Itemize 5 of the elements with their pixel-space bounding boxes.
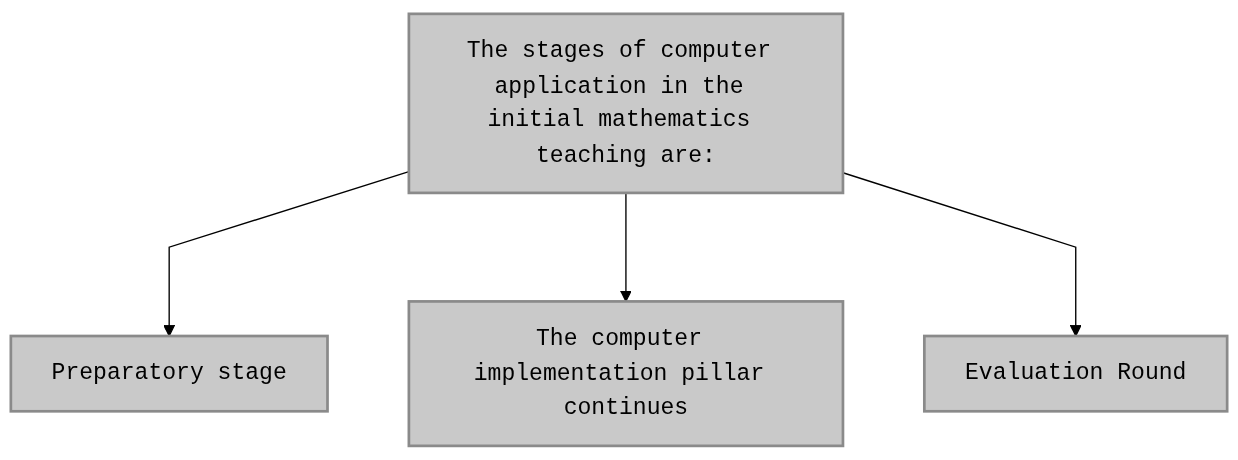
node-box: Preparatory stage (9, 334, 329, 413)
arrow (842, 172, 1082, 337)
node-box: The computer implementation pillar continues (407, 300, 845, 448)
node-box: The stages of computer application in the initial mathematics teaching are: (407, 12, 845, 195)
node-box: Evaluation Round (923, 334, 1229, 413)
